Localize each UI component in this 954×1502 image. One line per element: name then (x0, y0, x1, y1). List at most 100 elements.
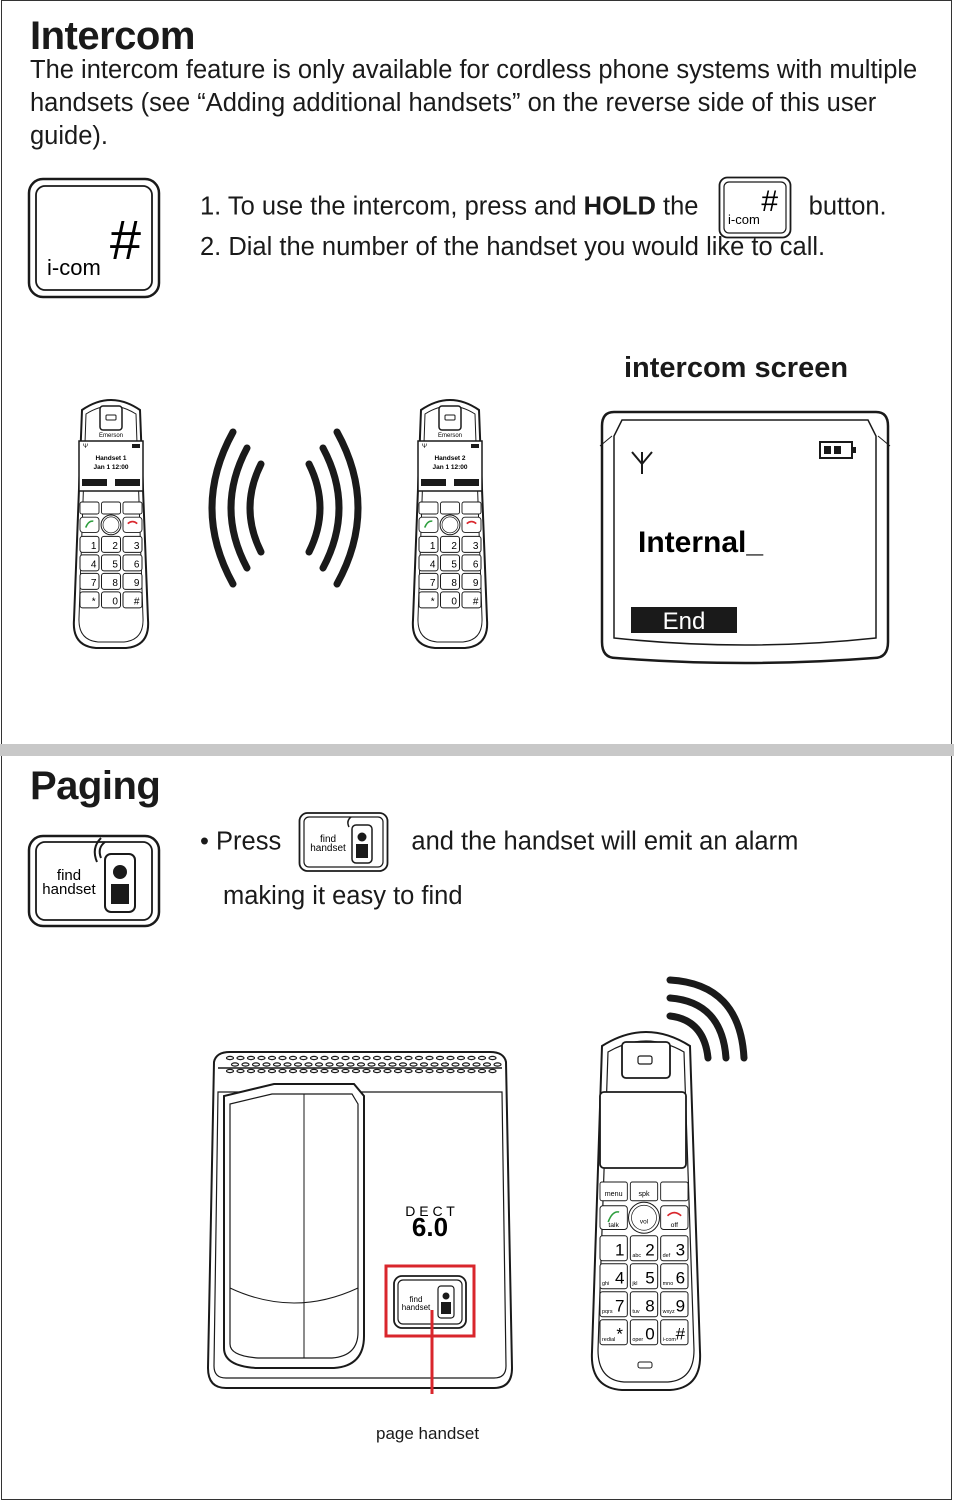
keypad-digit: * (92, 596, 96, 607)
keypad-digit: 4 (430, 559, 436, 570)
base-dect-label: D E C T (405, 1203, 455, 1219)
intercom-step-1: 1. To use the intercom, press and HOLD t… (200, 176, 887, 240)
keypad-key-6 (461, 554, 482, 572)
paging-bullet-line2: making it easy to find (223, 882, 463, 910)
keypad-key-6 (122, 554, 143, 572)
screen-internal-text: Internal_ (638, 526, 763, 559)
keypad-digit: 6 (676, 1268, 685, 1287)
keypad-digit: 3 (676, 1240, 685, 1259)
keypad-key-3 (660, 1235, 689, 1262)
find-handset-key-illustration: find handset (27, 834, 161, 928)
keypad-key-2 (440, 535, 460, 553)
keypad-key-9 (660, 1291, 689, 1318)
base-vents (225, 1055, 502, 1074)
find-key-line2: handset (42, 881, 96, 898)
keypad-key-2 (101, 535, 121, 553)
keypad-digit: 1 (615, 1240, 624, 1259)
off-icon (127, 520, 138, 525)
keypad-digit: 7 (430, 578, 436, 589)
keypad-digit: 9 (473, 578, 479, 589)
svg-text:Ψ: Ψ (83, 444, 88, 450)
keypad-key-6 (660, 1263, 689, 1290)
keypad-letters: oper (632, 1337, 643, 1343)
inline-find-handset-key-icon: find handset (298, 812, 389, 872)
keypad-key-# (660, 1319, 689, 1346)
keypad-key-7 (418, 572, 439, 590)
svg-text:handset: handset (402, 1303, 431, 1312)
screen-end-label: End (663, 608, 706, 635)
talk-icon (423, 520, 433, 528)
keypad-digit: 8 (451, 578, 457, 589)
soft-key-2 (122, 501, 143, 515)
keypad-key-2 (629, 1235, 659, 1262)
keypad-key-0 (101, 591, 121, 609)
svg-text:menu: menu (605, 1190, 623, 1198)
keypad-key-1 (599, 1235, 628, 1262)
keypad-digit: * (616, 1324, 623, 1343)
keypad-digit: 1 (91, 541, 97, 552)
keypad-key-# (461, 591, 482, 609)
base-find-handset-key (393, 1275, 467, 1329)
keypad-key-3 (122, 535, 143, 553)
svg-text:spk: spk (638, 1190, 650, 1198)
keypad-digit: 5 (112, 559, 118, 570)
keypad-digit: 7 (615, 1296, 624, 1315)
keypad-digit: 5 (451, 559, 457, 570)
keypad-letters: def (663, 1253, 671, 1259)
svg-text:Ψ: Ψ (422, 444, 427, 450)
keypad-key-8 (629, 1291, 659, 1318)
keypad-digit: 4 (91, 559, 97, 570)
soft-key-1 (440, 501, 460, 515)
keypad-key-7 (599, 1291, 628, 1318)
intercom-intro: The intercom feature is only available f… (30, 56, 918, 150)
alarm-waves-icon (666, 976, 748, 1062)
keypad-letters: pqrs (602, 1309, 613, 1315)
keypad-key-5 (101, 554, 121, 572)
soft-key-1 (101, 501, 121, 515)
svg-text:find: find (410, 1295, 423, 1304)
keypad-digit: 9 (676, 1296, 685, 1315)
svg-text:handset: handset (311, 843, 347, 854)
keypad-key-# (122, 591, 143, 609)
nav-dpad (439, 514, 461, 536)
keypad-key-* (418, 591, 439, 609)
soft-key-0 (79, 501, 100, 515)
paging-title: Paging (30, 764, 161, 808)
keypad-digit: 9 (134, 578, 140, 589)
find-handset-highlight-box (384, 1264, 476, 1338)
soft-key-2 (461, 501, 482, 515)
keypad-letters: jkl (631, 1281, 637, 1287)
handset-2-date: Jan 1 12:00 (432, 464, 467, 471)
keypad-digit: 2 (112, 541, 118, 552)
talk-key (599, 1205, 628, 1230)
signal-waves-icon (208, 428, 362, 588)
keypad-key-3 (461, 535, 482, 553)
off-icon (466, 520, 477, 525)
talk-key (79, 516, 100, 533)
intercom-screen-caption: intercom screen (624, 352, 849, 384)
svg-text:vol: vol (640, 1219, 648, 1226)
keypad-key-0 (629, 1319, 659, 1346)
keypad-key-8 (440, 572, 460, 590)
keypad-key-* (599, 1319, 628, 1346)
keypad-digit: 6 (473, 559, 479, 570)
talk-icon (607, 1211, 620, 1223)
intercom-screen-illustration: Internal_ End (599, 410, 891, 665)
intercom-step-2: 2. Dial the number of the handset you wo… (200, 233, 826, 261)
icom-key-illustration: # i-com (27, 177, 161, 299)
keypad-digit: 0 (645, 1324, 654, 1343)
antenna-icon (631, 451, 653, 474)
keypad-key-0 (440, 591, 460, 609)
off-key (122, 516, 143, 533)
svg-text:#: # (761, 185, 778, 218)
keypad-key-* (79, 591, 100, 609)
section-divider (0, 744, 954, 756)
talk-icon (84, 520, 94, 528)
page-handset-label: page handset (376, 1424, 480, 1443)
keypad-key-7 (79, 572, 100, 590)
base-station-illustration: D E C T 6.0 find handset (206, 1051, 514, 1394)
battery-icon (819, 441, 856, 459)
keypad-letters: wxyz (662, 1309, 675, 1315)
